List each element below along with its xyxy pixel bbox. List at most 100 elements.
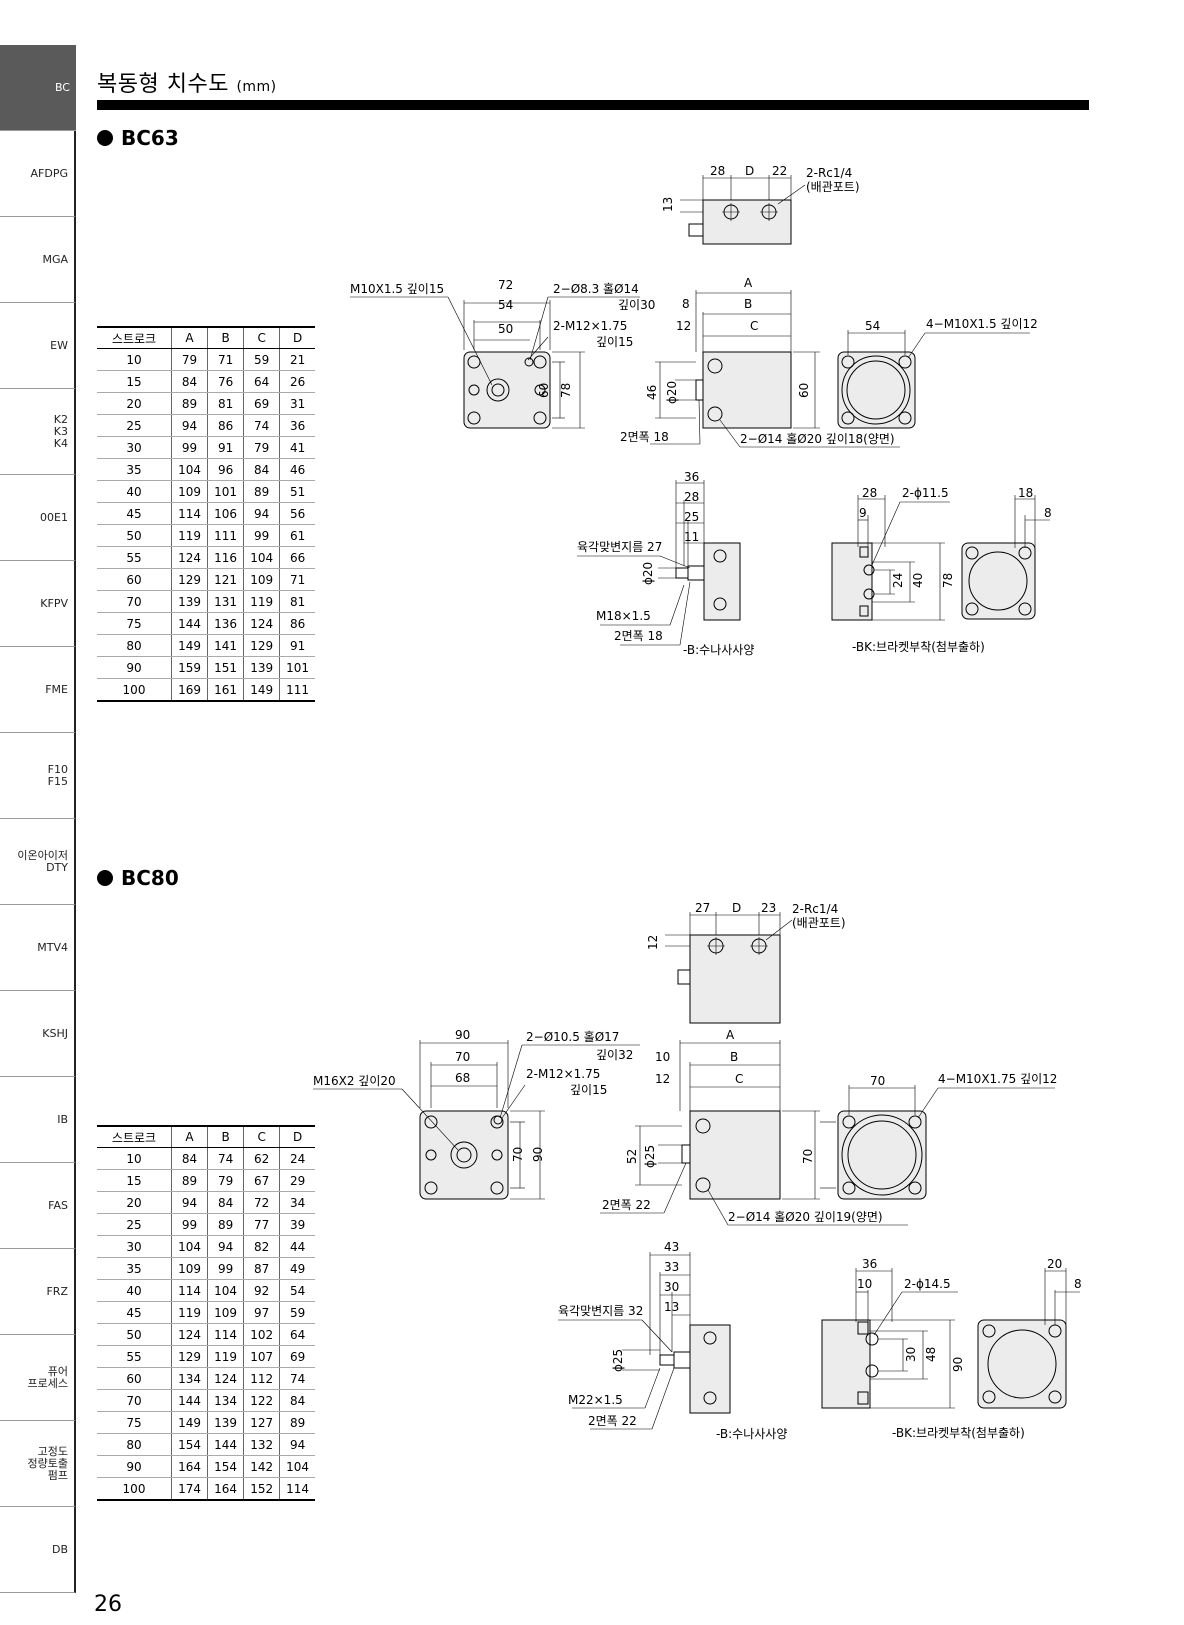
table-cell: 70 <box>97 590 172 613</box>
dim-label: 50 <box>498 322 513 336</box>
table-cell: 64 <box>279 1323 315 1346</box>
table-cell: 149 <box>243 678 280 702</box>
table-cell: 124 <box>207 1367 244 1390</box>
table-cell: 35 <box>97 1257 172 1280</box>
page-number: 26 <box>94 1592 122 1617</box>
dim-label: 25 <box>684 510 699 524</box>
table-cell: 55 <box>97 546 172 569</box>
table-cell: 114 <box>207 1323 244 1346</box>
table-cell: 99 <box>243 524 280 547</box>
table-cell: 10 <box>97 1147 172 1170</box>
sidebar-item-fas[interactable]: FAS <box>0 1163 76 1249</box>
option-caption: -B:수나사사양 <box>683 643 754 657</box>
dim-label: 68 <box>455 1071 470 1085</box>
tap-label: 2-M12×1.75 <box>553 319 627 333</box>
sidebar-item-db[interactable]: DB <box>0 1507 76 1593</box>
sidebar-item-bc[interactable]: BC <box>0 45 76 131</box>
table-cell: 29 <box>279 1169 315 1192</box>
table-cell: 80 <box>97 1433 172 1456</box>
sidebar-item-k2-k3-k4[interactable]: K2 K3 K4 <box>0 389 76 475</box>
table-cell: 109 <box>170 1257 208 1280</box>
rear-view: 54 4−M10X1.5 깊이12 <box>837 317 1038 429</box>
tap-depth-label: 깊이15 <box>596 335 633 349</box>
table-cell: 114 <box>279 1477 315 1501</box>
sidebar-item-precision-pump[interactable]: 고정도 정량토출 펌프 <box>0 1421 76 1507</box>
table-cell: 100 <box>97 678 172 702</box>
dim-label: B <box>744 297 752 311</box>
tap-label: 2-M12×1.75 <box>526 1067 600 1081</box>
sidebar-item-fme[interactable]: FME <box>0 647 76 733</box>
top-view: 28 D 22 13 2-Rc1/4 (배관포트) <box>661 164 860 245</box>
sidebar-item-mtv4[interactable]: MTV4 <box>0 905 76 991</box>
dim-label: 22 <box>772 164 787 178</box>
dim-label: 90 <box>531 1147 545 1162</box>
sidebar-item-f10-f15[interactable]: F10 F15 <box>0 733 76 819</box>
table-cell: 119 <box>207 1345 244 1368</box>
sidebar-item-frz[interactable]: FRZ <box>0 1249 76 1335</box>
table-cell: 107 <box>243 1345 280 1368</box>
dim-label: 43 <box>664 1240 679 1254</box>
dim-label: ϕ25 <box>611 1349 625 1372</box>
section-heading-text: BC63 <box>121 126 179 150</box>
table-cell: 25 <box>97 1213 172 1236</box>
table-cell: 84 <box>243 458 280 481</box>
sidebar-item-pure-process[interactable]: 퓨어 프로세스 <box>0 1335 76 1421</box>
hole-label: 2−Ø8.3 홀Ø14 <box>553 282 639 296</box>
table-cell: 101 <box>207 480 244 503</box>
dim-label: ϕ20 <box>665 381 679 404</box>
sidebar-item-afdpg[interactable]: AFDPG <box>0 131 76 217</box>
option-caption: -BK:브라켓부착(첨부출하) <box>892 1426 1025 1440</box>
table-cell: 139 <box>207 1411 244 1434</box>
table-cell: 101 <box>279 656 315 679</box>
dim-label: 78 <box>941 573 955 588</box>
table-cell: 131 <box>207 590 244 613</box>
table-cell: 89 <box>170 1169 208 1192</box>
table-header: D <box>279 1125 315 1148</box>
table-cell: 26 <box>279 370 315 393</box>
table-cell: 144 <box>207 1433 244 1456</box>
sidebar-item-ew[interactable]: EW <box>0 303 76 389</box>
table-cell: 139 <box>243 656 280 679</box>
table-cell: 71 <box>207 348 244 371</box>
sidebar-item-kshj[interactable]: KSHJ <box>0 991 76 1077</box>
dim-label: 40 <box>911 573 925 588</box>
sidebar-item-mga[interactable]: MGA <box>0 217 76 303</box>
table-cell: 144 <box>170 1389 208 1412</box>
dim-label: D <box>732 901 741 915</box>
table-cell: 119 <box>243 590 280 613</box>
sidebar-item-00e1[interactable]: 00E1 <box>0 475 76 561</box>
table-cell: 127 <box>243 1411 280 1434</box>
top-view: 27 D 23 12 2-Rc1/4 (배관포트) <box>646 901 846 1024</box>
table-cell: 136 <box>207 612 244 635</box>
section-heading-bc80: BC80 <box>97 866 179 890</box>
table-cell: 129 <box>170 568 208 591</box>
dim-label: 27 <box>695 901 710 915</box>
sidebar-item-kfpv[interactable]: KFPV <box>0 561 76 647</box>
table-cell: 10 <box>97 348 172 371</box>
table-cell: 56 <box>279 502 315 525</box>
dim-label: 13 <box>664 1300 679 1314</box>
dim-label: 18 <box>1018 486 1033 500</box>
dim-label: D <box>745 164 754 178</box>
table-cell: 30 <box>97 1235 172 1258</box>
table-cell: 82 <box>243 1235 280 1258</box>
sidebar-item-ionizer-dty[interactable]: 이온아이저 DTY <box>0 819 76 905</box>
dim-label: 70 <box>870 1074 885 1088</box>
table-cell: 74 <box>243 414 280 437</box>
table-cell: 104 <box>279 1455 315 1478</box>
table-cell: 80 <box>97 634 172 657</box>
table-cell: 67 <box>243 1169 280 1192</box>
sidebar-item-ib[interactable]: IB <box>0 1077 76 1163</box>
b-option-view: 43 33 30 13 육각맞변지름 32 ϕ25 M22×1.5 2면폭 22… <box>558 1240 787 1441</box>
table-header: C <box>243 1125 280 1148</box>
table-cell: 99 <box>170 1213 208 1236</box>
